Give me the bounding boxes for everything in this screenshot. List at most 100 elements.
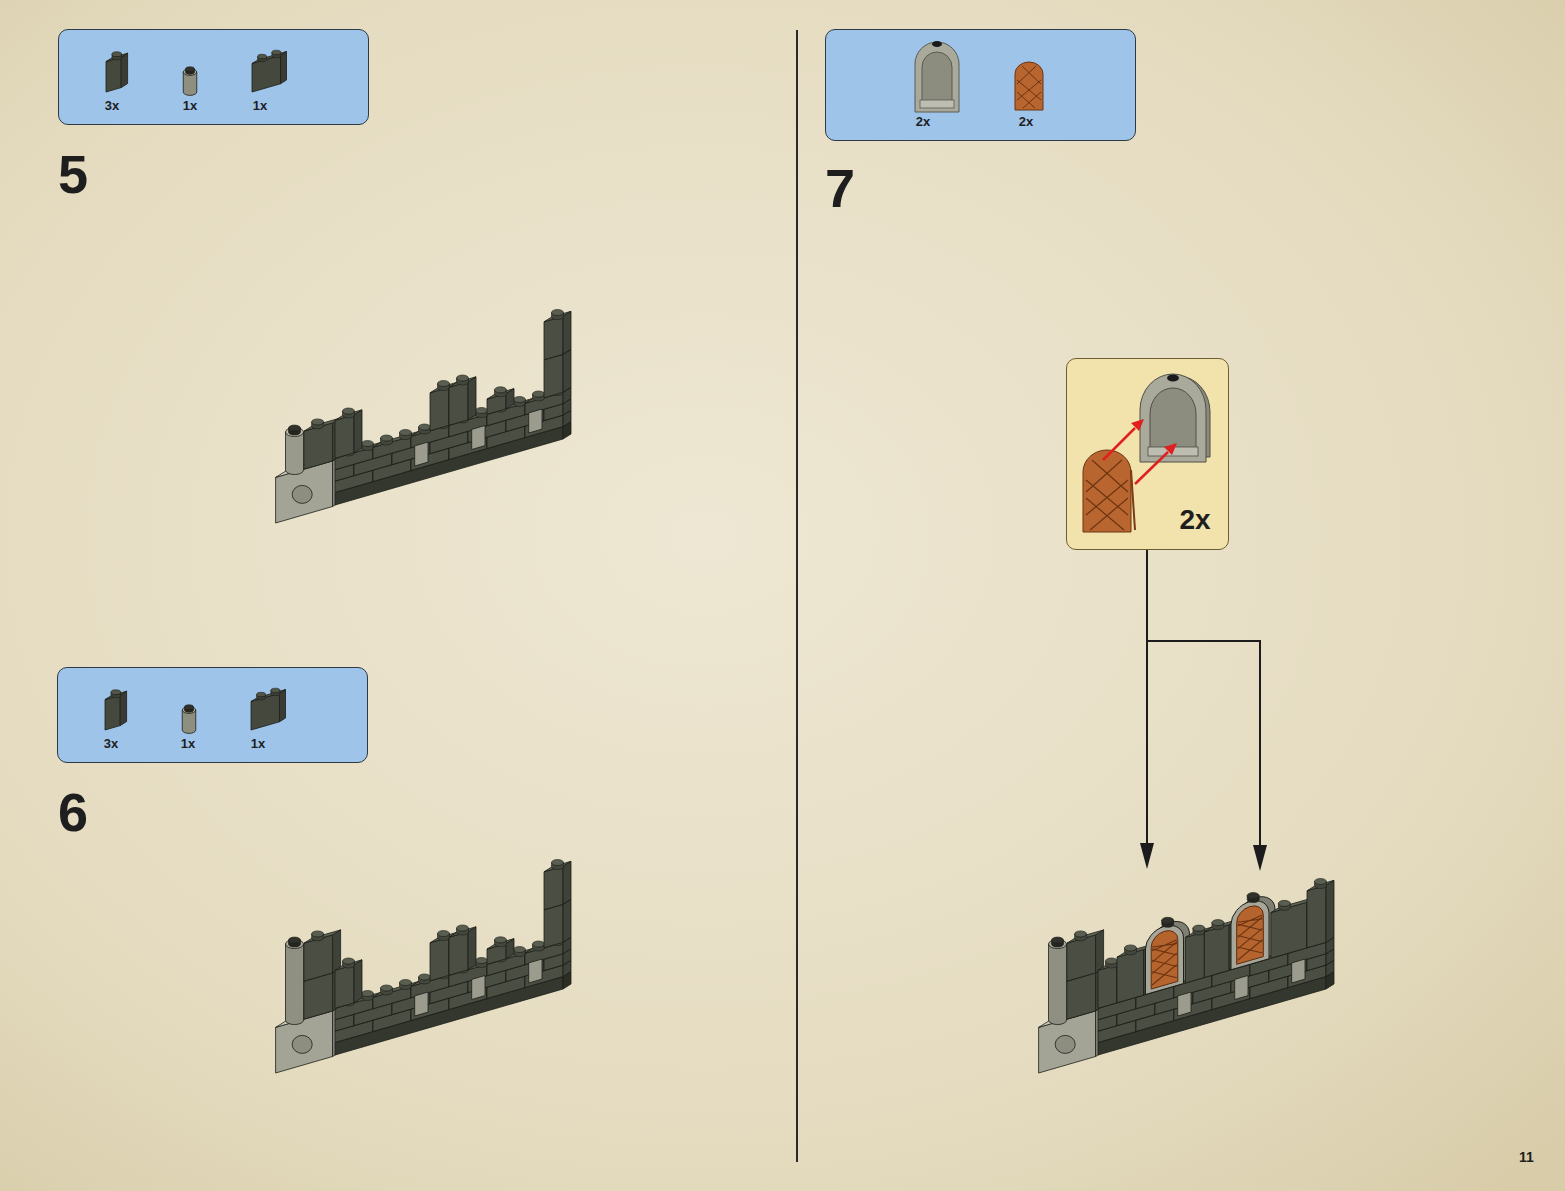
brick-model-part xyxy=(529,409,542,433)
brick-model-part xyxy=(476,958,488,964)
brick-model-part xyxy=(312,419,324,425)
part-quantity: 1x xyxy=(181,737,195,751)
step-number: 7 xyxy=(825,161,855,215)
part-icons xyxy=(105,50,287,733)
brick-model xyxy=(276,860,571,1073)
brick-model-part xyxy=(430,937,449,981)
page-number: 11 xyxy=(1519,1150,1534,1164)
part-icon-group-part xyxy=(120,691,126,725)
brick-model-part xyxy=(1231,896,1269,970)
brick-model-part xyxy=(415,992,428,1016)
part-icon-group-part xyxy=(251,693,280,730)
part-quantity: 1x xyxy=(251,737,265,751)
brick-model-part xyxy=(335,415,354,459)
part-icon-group-part xyxy=(183,72,197,95)
brick-model-part xyxy=(400,980,412,986)
brick-model-part xyxy=(1292,959,1305,983)
brick-model-part xyxy=(335,965,354,1009)
brick-model-part-part xyxy=(1237,903,1264,965)
part-icon-group-part xyxy=(111,690,121,695)
part-quantity: 1x xyxy=(183,99,197,113)
part-icon-group-part xyxy=(106,53,128,61)
brick-model-part xyxy=(495,387,507,393)
callout-frame-part xyxy=(1086,460,1128,530)
part-icon-group-part xyxy=(106,57,121,92)
part-quantity: 2x xyxy=(1179,505,1210,536)
brick-model-part xyxy=(1075,931,1087,937)
brick-model-part xyxy=(438,381,450,387)
step-number: 5 xyxy=(58,147,88,201)
brick-model-part xyxy=(533,941,545,947)
door-icon-part xyxy=(1015,62,1043,110)
window-frame-icon-part xyxy=(932,41,942,47)
brick-model-part xyxy=(449,382,468,426)
brick-model-part xyxy=(457,375,469,381)
brick-model-part xyxy=(1039,1011,1096,1073)
brick-model-part xyxy=(354,960,362,1003)
part-icon-group xyxy=(106,50,287,95)
leader-arrows xyxy=(1140,550,1267,871)
leader-line xyxy=(1147,641,1260,847)
part-icon-group-part xyxy=(272,52,281,57)
callout-frame-part xyxy=(1083,450,1131,532)
brick-model-part xyxy=(1178,992,1191,1016)
assembly-arrows-part xyxy=(1135,452,1168,484)
part-icon-group-part xyxy=(105,695,120,730)
part-icon-group-part xyxy=(251,690,286,702)
parts-list-box: 3x 1x 1x xyxy=(57,667,368,763)
brick-model-part xyxy=(468,927,476,970)
part-quantity: 3x xyxy=(105,99,119,113)
brick-model-part-part xyxy=(1151,927,1178,989)
brick-model-part xyxy=(1162,917,1174,923)
brick-model-part xyxy=(1117,950,1144,1003)
brick-model-part xyxy=(286,944,304,1024)
brick-model-part xyxy=(381,435,393,441)
brick-model-part xyxy=(333,930,341,973)
part-icon-group-part xyxy=(186,69,195,74)
brick-model-part xyxy=(276,461,333,523)
callout-frame-part xyxy=(1150,388,1196,452)
part-icon-group-part xyxy=(112,52,122,57)
brick-model-part xyxy=(468,377,476,420)
brick-model-part xyxy=(563,899,571,942)
brick-model-part xyxy=(381,985,393,991)
brick-model-part xyxy=(1185,932,1204,983)
brick-model-part-part xyxy=(1152,965,1177,985)
brick-model-part xyxy=(1235,976,1248,1000)
brick-model-part xyxy=(304,930,341,943)
brick-model-part xyxy=(415,442,428,466)
brick-model-part xyxy=(354,410,362,453)
brick-model-part xyxy=(362,991,374,997)
brick-models xyxy=(276,310,1334,1073)
part-quantity: 3x xyxy=(104,737,118,751)
brick-model-part xyxy=(289,425,301,431)
brick-model-part xyxy=(1212,920,1224,926)
window-frame-icon-part xyxy=(915,42,959,112)
part-icon-group-part xyxy=(252,52,287,64)
part-icon-group-part xyxy=(271,690,280,695)
brick-model-part xyxy=(312,931,324,937)
brick-model-part xyxy=(476,408,488,414)
brick-model-part-part xyxy=(1238,940,1263,960)
brick-model-part xyxy=(495,937,507,943)
arrow-head xyxy=(1140,843,1154,869)
brick-model-part xyxy=(343,958,355,964)
part-icon-group-part xyxy=(252,55,281,92)
window-frame-icon-part xyxy=(920,100,954,108)
door-icon-part xyxy=(1017,66,1041,108)
part-icon-group xyxy=(105,688,286,733)
callout-frame-part xyxy=(1131,470,1135,530)
assembly-arrows-part xyxy=(1164,443,1177,455)
part-quantity: 2x xyxy=(916,115,930,129)
brick-model-part xyxy=(335,427,563,506)
brick-model-part xyxy=(552,310,564,316)
brick-model-part xyxy=(1125,945,1137,951)
brick-model-part xyxy=(533,391,545,397)
brick-model-part xyxy=(419,424,431,430)
callout-frame-part xyxy=(1167,375,1179,382)
brick-model-part xyxy=(286,432,304,474)
brick-model-part xyxy=(1204,925,1229,978)
door-icon xyxy=(1015,62,1043,110)
